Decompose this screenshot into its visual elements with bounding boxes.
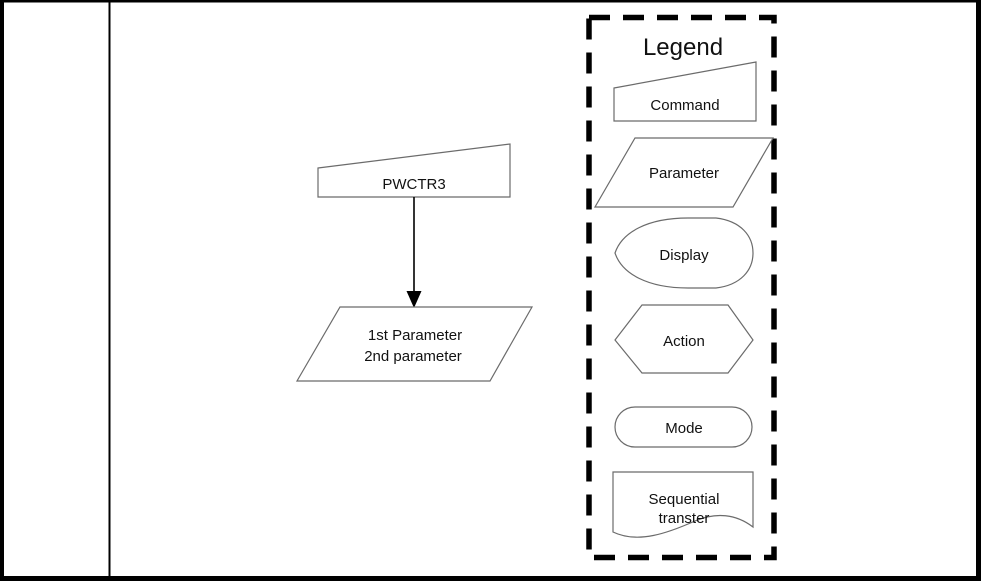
frame-left-border: [0, 0, 4, 581]
command-shape-pwctr3: [317, 143, 511, 198]
down-arrow: [406, 197, 422, 308]
legend-command-label: Command: [650, 97, 719, 114]
legend-display-shape: [614, 217, 754, 289]
legend-command-shape: [613, 61, 757, 122]
legend-mode-label: Mode: [665, 420, 703, 437]
column-divider-line: [108, 0, 111, 581]
frame-right-border: [976, 0, 981, 581]
legend-dashed-border: [586, 14, 777, 561]
parameter-shape: [295, 306, 534, 382]
frame-top-border: [0, 0, 981, 3]
arrow-head-icon: [406, 291, 422, 308]
legend-mode-shape: [614, 406, 753, 448]
legend: Legend Command Parameter Display Action …: [586, 14, 777, 561]
legend-sequential-transfer-shape: [612, 471, 754, 538]
legend-action-label: Action: [663, 333, 705, 350]
parameter-line1: 1st Parameter: [368, 327, 462, 344]
flowchart-main: PWCTR3 1st Parameter 2nd parameter: [295, 143, 534, 382]
legend-action-shape: [614, 304, 754, 374]
parameter-line2: 2nd parameter: [364, 348, 462, 365]
legend-sequential-label-line2: transter: [659, 510, 710, 527]
legend-sequential-label-line1: Sequential: [649, 491, 720, 508]
legend-title: Legend: [643, 34, 723, 61]
frame-bottom-border: [0, 576, 981, 581]
legend-parameter-shape: [593, 137, 775, 208]
command-label: PWCTR3: [382, 176, 445, 193]
legend-display-label: Display: [659, 247, 709, 264]
legend-parameter-label: Parameter: [649, 165, 719, 182]
